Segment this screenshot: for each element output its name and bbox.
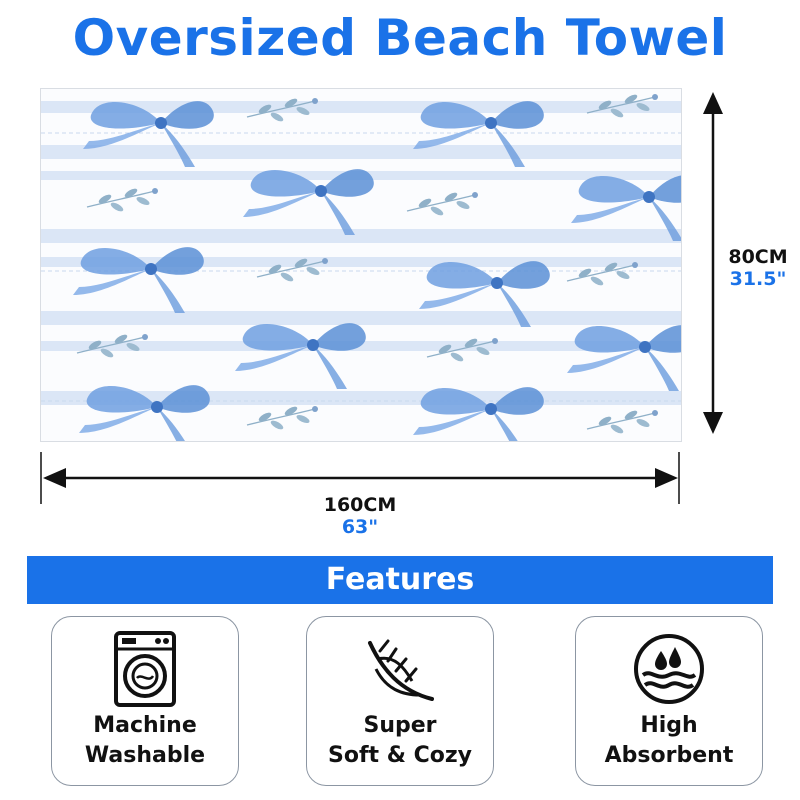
feature-label: High Absorbent bbox=[604, 713, 734, 768]
feature-label: Super Soft & Cozy bbox=[328, 713, 472, 768]
height-label: 80CM 31.5" bbox=[716, 246, 800, 290]
width-arrow-right-icon bbox=[655, 468, 678, 488]
height-arrow-top-icon bbox=[703, 92, 723, 114]
feature-label: Machine Washable bbox=[84, 713, 206, 768]
height-arrow-bottom-icon bbox=[703, 412, 723, 434]
towel-pattern bbox=[41, 89, 681, 441]
water-drop-icon bbox=[629, 629, 709, 713]
features-heading: Features bbox=[27, 556, 773, 604]
width-arrow-left-icon bbox=[43, 468, 66, 488]
height-cm: 80CM bbox=[728, 246, 788, 268]
width-inches: 63" bbox=[341, 516, 379, 538]
width-label: 160CM 63" bbox=[300, 494, 420, 538]
feature-card-high-absorbent: High Absorbent bbox=[575, 616, 763, 786]
feather-icon bbox=[360, 629, 440, 713]
towel-image bbox=[40, 88, 682, 442]
feature-card-soft-cozy: Super Soft & Cozy bbox=[306, 616, 494, 786]
height-inches: 31.5" bbox=[729, 268, 787, 290]
washing-machine-icon bbox=[110, 629, 180, 713]
page-title: Oversized Beach Towel bbox=[72, 9, 728, 67]
feature-card-machine-washable: Machine Washable bbox=[51, 616, 239, 786]
width-cm: 160CM bbox=[323, 494, 397, 516]
